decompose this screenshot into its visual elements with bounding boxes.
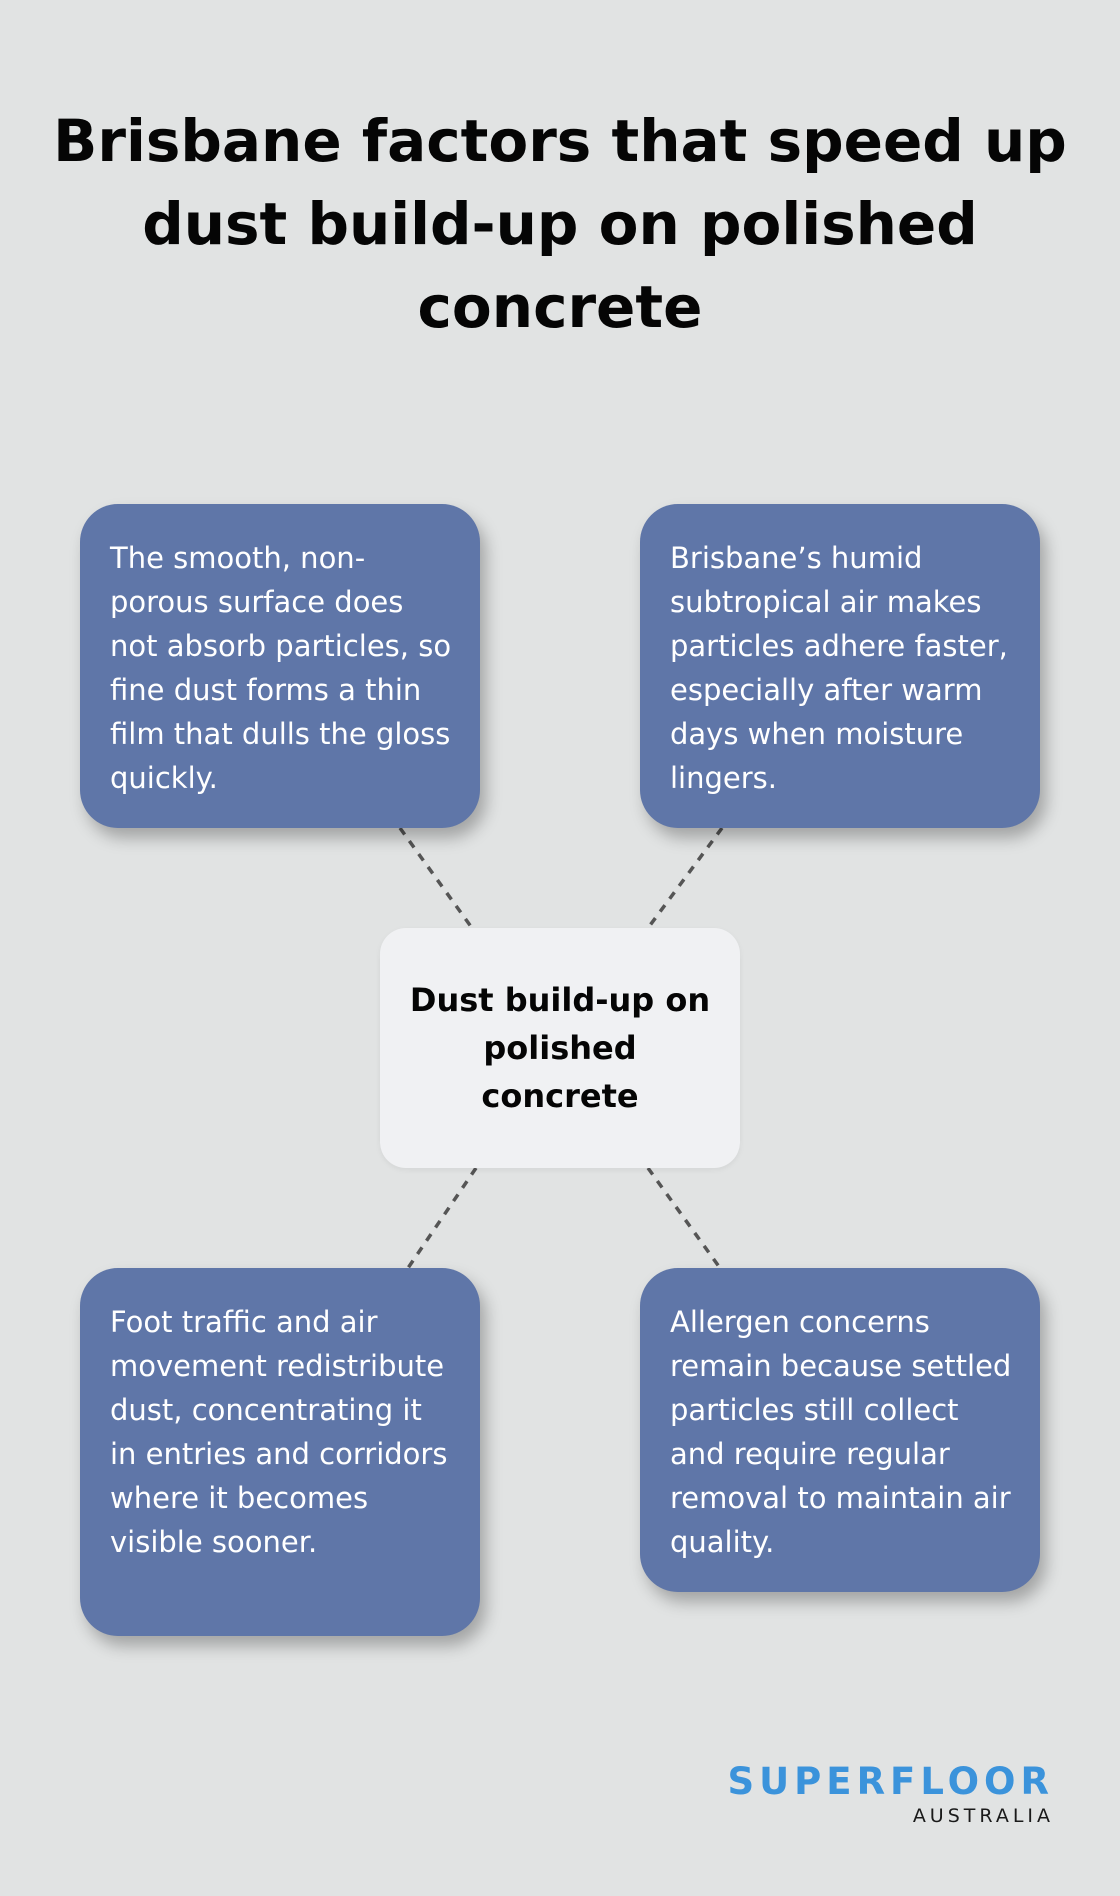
page-title: Brisbane factors that speed up dust buil… — [53, 107, 1067, 341]
factor-text: The smooth, non-porous surface does not … — [110, 541, 452, 795]
factor-text: Foot traffic and air movement redistribu… — [110, 1305, 448, 1559]
factor-text: Allergen concerns remain because settled… — [670, 1305, 1012, 1559]
brand-logo: SUPERFLOOR AUSTRALIA — [640, 1762, 1054, 1828]
connector-bottom-left — [406, 1167, 478, 1269]
connector-top-left — [398, 826, 474, 930]
brand-logo-subtitle: AUSTRALIA — [912, 1805, 1054, 1827]
factor-card-surface: The smooth, non-porous surface does not … — [80, 504, 480, 828]
brand-logo-name: SUPERFLOOR — [727, 1760, 1054, 1803]
center-topic-label: Dust build-up on polished concrete — [409, 981, 711, 1115]
factor-card-humidity: Brisbane’s humid subtropical air makes p… — [640, 504, 1040, 828]
connector-top-right — [646, 826, 724, 930]
factor-text: Brisbane’s humid subtropical air makes p… — [670, 541, 1008, 795]
connector-bottom-right — [646, 1166, 722, 1270]
factor-card-foot-traffic: Foot traffic and air movement redistribu… — [80, 1268, 480, 1636]
factor-card-allergens: Allergen concerns remain because settled… — [640, 1268, 1040, 1592]
center-topic-box: Dust build-up on polished concrete — [380, 928, 740, 1168]
